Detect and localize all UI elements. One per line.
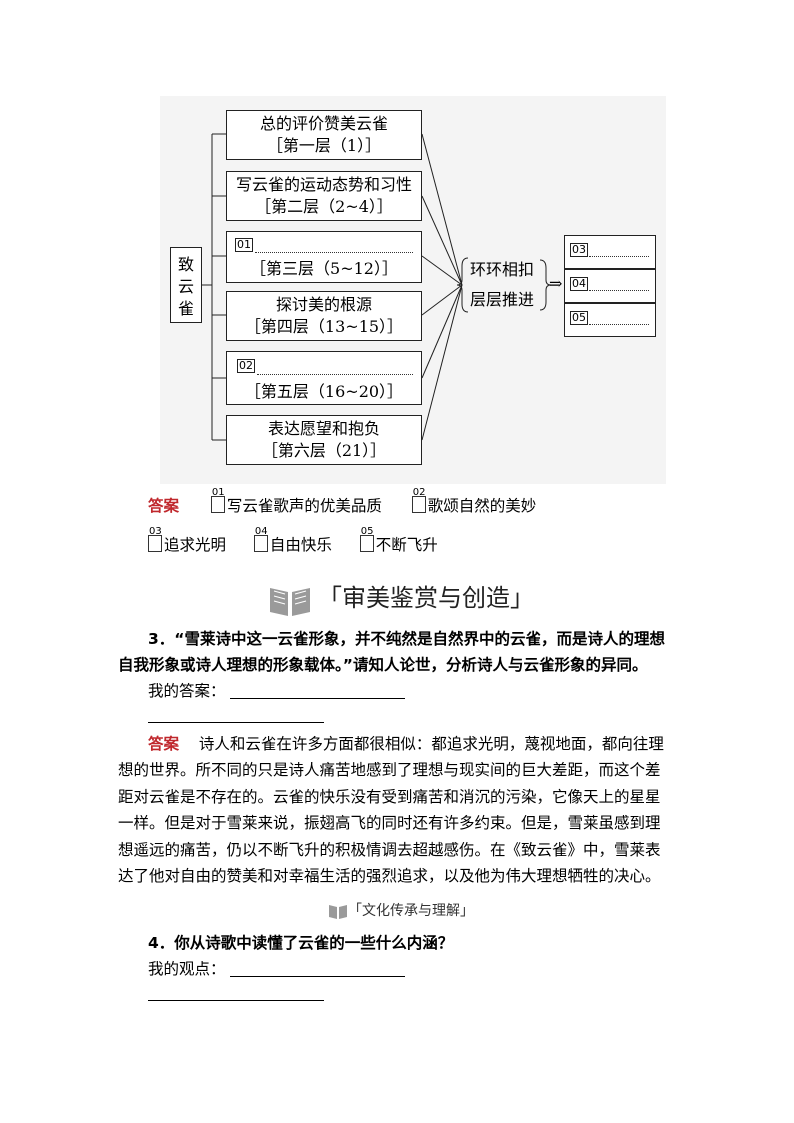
node-layer: ［第三层（5~12）］ (250, 259, 398, 278)
diagram-right-box-03: 03 (564, 235, 656, 269)
node-layer: ［第五层（16~20）］ (244, 382, 404, 401)
answer-3-line-1: 答案 诗人和云雀在许多方面都很相似：都追求光明，蔑视地面，都向往理 (148, 731, 664, 757)
node-layer: ［第一层（1）］ (266, 136, 382, 155)
diagram-node-5: 02 ［第五层（16~20）］ (226, 351, 422, 405)
middle-line: 环环相扣 (470, 260, 535, 279)
diagram-right-box-05: 05 (564, 303, 656, 337)
answer-tag-icon: 04 (253, 527, 268, 552)
diagram-right-box-04: 04 (564, 269, 656, 303)
answer-item: 歌颂自然的美妙 (427, 497, 537, 515)
answer-tag-icon: 01 (210, 488, 225, 513)
answer-label: 答案 (148, 735, 180, 753)
blank-tag-03: 03 (570, 243, 588, 257)
blank-line (255, 252, 413, 253)
book-icon (329, 905, 347, 919)
node-layer: ［第二层（2~4）］ (255, 197, 393, 216)
answer-blank-line[interactable] (230, 976, 405, 977)
answer-label: 答案 (148, 497, 180, 515)
answer-text: 诗人和云雀在许多方面都很相似：都追求光明，蔑视地面，都向往理 (198, 735, 664, 753)
answer-3-line-2: 想的世界。所不同的只是诗人痛苦地感到了理想与现实间的巨大差距，而这个差 (118, 761, 661, 779)
blank-line (589, 290, 649, 291)
answer-item: 不断飞升 (375, 536, 438, 554)
question-3-line-1: 3．“雪莱诗中这一云雀形象，并不纯然是自然界中的云雀，而是诗人的理想 (148, 630, 665, 648)
diagram-node-4: 探讨美的根源 ［第四层（13~15）］ (226, 291, 422, 341)
diagram-node-1: 总的评价赞美云雀 ［第一层（1）］ (226, 110, 422, 160)
opinion-prompt: 我的观点： (148, 960, 226, 978)
answer-blank-line[interactable] (148, 1000, 324, 1001)
diagram-root-box: 致 云 雀 (170, 247, 202, 323)
blank-line (589, 324, 649, 325)
node-text: 探讨美的根源 (275, 295, 372, 314)
blank-tag-04: 04 (570, 277, 588, 291)
blank-tag-05: 05 (570, 311, 588, 325)
diagram-connectors (202, 133, 552, 441)
answer-tag-icon: 03 (148, 527, 162, 552)
answer-blank-line[interactable] (148, 722, 324, 723)
question-3-line-2: 自我形象或诗人理想的形象载体。”请知人论世，分析诗人与云雀形象的异同。 (118, 656, 648, 674)
answer-prompt: 我的答案： (148, 682, 226, 700)
blank-tag-02: 02 (237, 359, 255, 373)
answer-item: 追求光明 (164, 536, 227, 554)
book-icon (270, 588, 310, 616)
node-text: 表达愿望和抱负 (267, 419, 380, 438)
answer-3-line-6: 达了他对自由的赞美和对幸福生活的强烈追求，以及他为伟大理想牺牲的决心。 (118, 867, 661, 885)
root-char: 致 (177, 255, 194, 274)
diagram-arrow: ⇒ (549, 274, 563, 293)
section-title: 「文化传承与理解」 (348, 903, 474, 919)
node-text: 写云雀的运动态势和习性 (235, 175, 412, 194)
answer-3-line-3: 距对云雀是不存在的。云雀的快乐没有受到痛苦和消沉的污染，它像天上的星星 (118, 788, 661, 806)
diagram-node-2: 写云雀的运动态势和习性 ［第二层（2~4）］ (226, 171, 422, 221)
answer-blank-line[interactable] (230, 698, 405, 699)
answer-3-line-5: 想遥远的痛苦，仍以不断飞升的积极情调去超越感伤。在《致云雀》中，雪莱表 (118, 841, 661, 859)
answer-item: 写云雀歌声的优美品质 (226, 497, 382, 515)
section-title: 「审美鉴赏与创造」 (318, 584, 534, 612)
blank-line (589, 256, 649, 257)
answer-tag-icon: 05 (359, 527, 374, 552)
root-char: 云 (177, 277, 194, 296)
middle-line: 层层推进 (470, 290, 535, 309)
node-layer: ［第四层（13~15）］ (244, 317, 404, 336)
node-layer: ［第六层（21）］ (261, 441, 387, 460)
answer-3-line-4: 一样。但是对于雪莱来说，振翅高飞的同时还有许多约束。但是，雪莱虽感到理 (118, 814, 661, 832)
blank-line (257, 374, 413, 375)
blank-tag-01: 01 (235, 238, 253, 252)
root-char: 雀 (177, 299, 194, 318)
answer-tag-icon: 02 (411, 488, 426, 513)
answer-item: 自由快乐 (269, 536, 332, 554)
diagram-middle-label: 环环相扣 层层推进 (470, 255, 534, 315)
section-header-culture: 「文化传承与理解」 (326, 898, 496, 924)
section-header-aesthetics: 「审美鉴赏与创造」 (266, 578, 556, 618)
diagram-node-6: 表达愿望和抱负 ［第六层（21）］ (226, 415, 422, 465)
diagram-node-3: 01 ［第三层（5~12）］ (226, 231, 422, 283)
node-text: 总的评价赞美云雀 (259, 114, 388, 133)
question-4-line-1: 4．你从诗歌中读懂了云雀的一些什么内涵？ (148, 934, 454, 952)
